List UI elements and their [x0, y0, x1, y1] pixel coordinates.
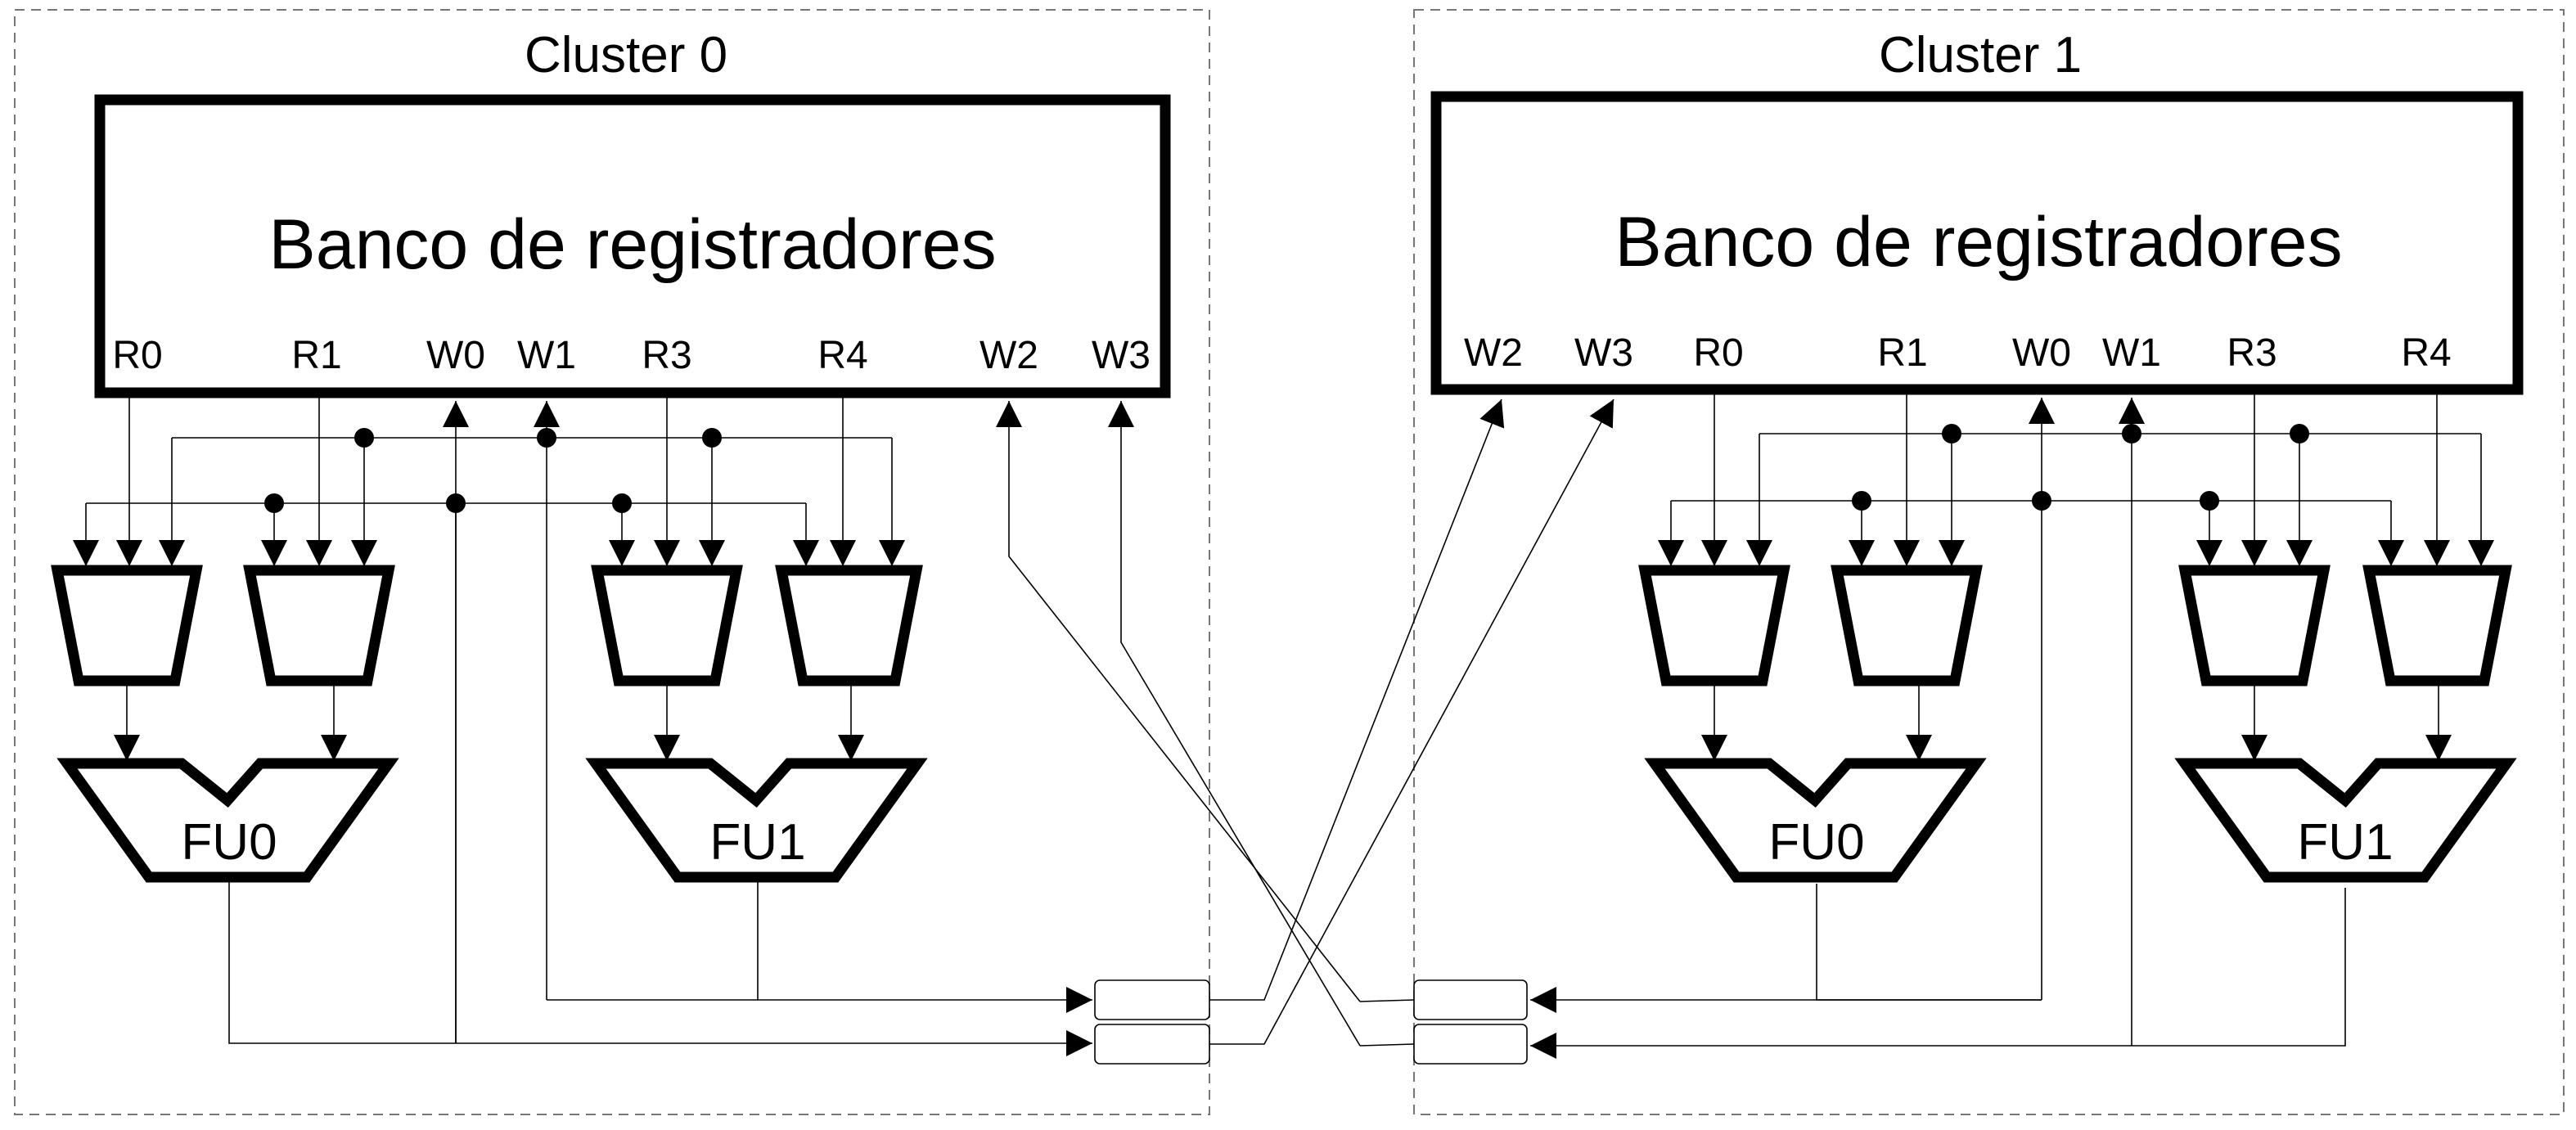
cluster-1-fu0-writeback — [1816, 884, 2042, 1001]
cluster-0-fu0-label: FU0 — [181, 814, 277, 871]
cluster-1-fu1-writeback — [2132, 888, 2346, 1047]
cluster-0-port-r1: R1 — [291, 334, 341, 377]
cluster-1-port-r3: R3 — [2227, 331, 2277, 375]
cluster-1-junction-dot — [1852, 491, 1871, 511]
cluster-1-port-r4: R4 — [2401, 331, 2451, 375]
cluster-0-mux — [243, 565, 395, 687]
cluster-0-fu0-writeback — [228, 877, 1092, 1056]
cluster-0-w3-remote-write — [1108, 401, 1361, 1047]
cluster-1-junction-dot — [1942, 424, 1961, 443]
cluster-1-boundary — [1413, 9, 2565, 1115]
cluster-1-pipeline-latch — [1413, 979, 1528, 1020]
cluster-0-w2-remote-write — [996, 401, 1361, 1002]
cluster-1-fu0 — [1644, 758, 1987, 883]
cluster-0-port-w3: W3 — [1092, 334, 1151, 377]
cluster-1-title: Cluster 1 — [1879, 27, 2082, 83]
cluster-1-port-w1: W1 — [2102, 331, 2161, 375]
cluster-0-junction-dot — [702, 428, 722, 448]
cluster-1-w2-remote-write — [1209, 398, 1505, 1001]
cluster-1-fu1 — [2174, 758, 2517, 883]
cluster-0-boundary — [14, 9, 1210, 1115]
cluster-0-fu1 — [585, 758, 928, 883]
cluster-0-bank-label: Banco de registradores — [268, 205, 996, 284]
cluster-0-port-w1: W1 — [517, 334, 576, 377]
cluster-0-port-w0: W0 — [426, 334, 485, 377]
cluster-0-port-w2: W2 — [980, 334, 1038, 377]
cluster-0-port-r3: R3 — [642, 334, 691, 377]
cluster-1-mux — [2362, 565, 2512, 687]
cluster-1-port-w2: W2 — [1464, 331, 1523, 375]
cluster-0-fu0 — [56, 758, 399, 883]
cluster-1-latch-output — [1359, 1043, 1415, 1047]
cluster-1-pipeline-latch — [1413, 1024, 1528, 1065]
cluster-0-port-r4: R4 — [817, 334, 867, 377]
cluster-1-port-w0: W0 — [2012, 331, 2071, 375]
cluster-1-fu1-label: FU1 — [2297, 814, 2393, 871]
cluster-1-mux — [1831, 565, 1983, 687]
cluster-0-junction-dot — [354, 428, 374, 448]
cluster-1-port-r1: R1 — [1877, 331, 1927, 375]
cluster-1-mux — [2178, 565, 2331, 687]
cluster-1-register-bank — [1430, 91, 2524, 395]
cluster-0-fu1-writeback — [757, 877, 1092, 1013]
cluster-1: Cluster 1 Banco de registradores W2 W3 R… — [1209, 9, 2565, 1115]
cluster-0-mux — [591, 565, 743, 687]
cluster-0-pipeline-latch — [1094, 1024, 1210, 1065]
cluster-0-port-r0: R0 — [112, 334, 162, 377]
cluster-1-latch-output — [1359, 999, 1415, 1002]
cluster-0-junction-dot — [264, 493, 284, 513]
cluster-0-mux — [51, 565, 203, 687]
cluster-1-w3-remote-write — [1209, 398, 1615, 1045]
cluster-1-junction-dot — [2290, 424, 2309, 443]
cluster-0-pipeline-latch — [1094, 979, 1210, 1020]
cluster-1-port-w3: W3 — [1574, 331, 1633, 375]
cluster-0-title: Cluster 0 — [525, 27, 727, 83]
cluster-1-bank-label: Banco de registradores — [1615, 203, 2342, 281]
cluster-0-register-bank — [94, 94, 1171, 398]
cluster-1-fu0-label: FU0 — [1768, 814, 1864, 871]
cluster-0-mux — [775, 565, 923, 687]
cluster-1-mux — [1638, 565, 1790, 687]
cluster-0: Cluster 0 Banco de registradores R0 R1 W… — [14, 9, 1361, 1115]
cluster-0-fu1-label: FU1 — [709, 814, 805, 871]
cluster-1-port-r0: R0 — [1693, 331, 1743, 375]
cluster-0-junction-dot — [612, 493, 632, 513]
cluster-1-junction-dot — [2200, 491, 2219, 511]
